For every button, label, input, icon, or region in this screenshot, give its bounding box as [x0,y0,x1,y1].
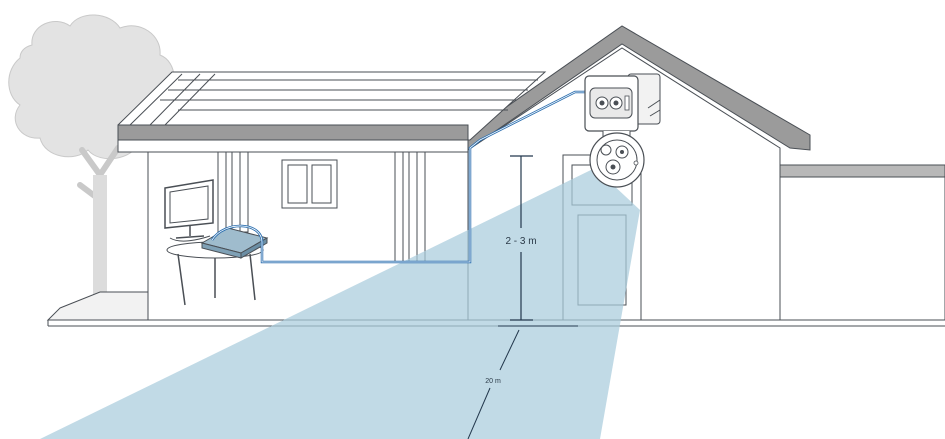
sidewalk [48,292,150,320]
side-wall [780,165,945,320]
mount-height-label: 2 - 3 m [505,236,536,247]
view-distance-label: 20 m [485,378,501,385]
house-window [282,160,337,208]
